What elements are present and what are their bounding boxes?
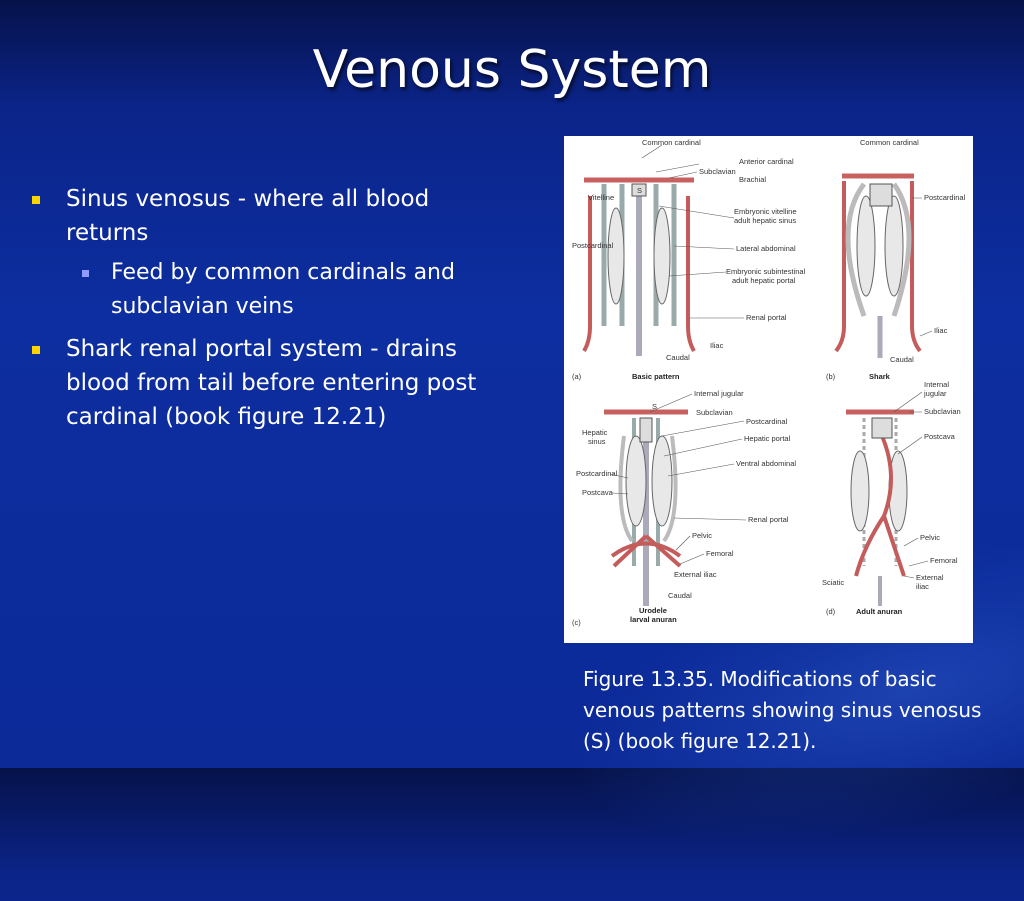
label: Caudal [666, 353, 690, 362]
label: Postcardinal [572, 241, 614, 250]
label: Brachial [739, 175, 766, 184]
label: Postcardinal [576, 469, 618, 478]
panel-letter: (c) [572, 618, 581, 627]
figure-caption: Figure 13.35. Modifications of basic ven… [583, 667, 982, 753]
label: Hepatic [582, 428, 608, 437]
panel-letter: (b) [826, 372, 836, 381]
label: Subclavian [696, 408, 733, 417]
bullet-list: Sinus venosus - where all blood returns … [30, 182, 510, 440]
label: Internal jugular [694, 389, 744, 398]
label: Femoral [930, 556, 958, 565]
label: Femoral [706, 549, 734, 558]
venous-diagram-figure: S Common cardinal Anterior cardinal Subc… [564, 136, 973, 643]
panel-c: S Internal jugular Subclavian Postcardin… [572, 389, 796, 627]
label: Postcava [924, 432, 956, 441]
panel-letter: (a) [572, 372, 582, 381]
label: Vitelline [588, 193, 614, 202]
label: Sciatic [822, 578, 844, 587]
venous-diagram: S Common cardinal Anterior cardinal Subc… [572, 138, 966, 627]
panel-a: S Common cardinal Anterior cardinal Subc… [572, 138, 806, 381]
sub-bullet-text: Feed by common cardinals and subclavian … [111, 260, 455, 319]
panel-title: Adult anuran [856, 607, 903, 616]
slide-title: Venous System [312, 40, 712, 100]
label: jugular [923, 389, 947, 398]
label: Subclavian [924, 407, 961, 416]
label: Internal [924, 380, 949, 389]
panel-title: larval anuran [630, 615, 677, 624]
bullet-item: Shark renal portal system - drains blood… [30, 332, 510, 434]
panel-b: Common cardinal Postcardinal Iliac Cauda… [826, 138, 966, 381]
label: Postcava [582, 488, 614, 497]
label: Renal portal [746, 313, 787, 322]
label: External [916, 573, 944, 582]
label: adult hepatic portal [732, 276, 796, 285]
panel-title: Urodele [639, 606, 667, 615]
label: Caudal [668, 591, 692, 600]
panel-letter: (d) [826, 607, 836, 616]
label: Anterior cardinal [739, 157, 794, 166]
label-s: S [652, 402, 657, 411]
bullet-marker [32, 346, 40, 354]
label-s: S [637, 186, 642, 195]
panel-title: Basic pattern [632, 372, 680, 381]
label: Hepatic portal [744, 434, 791, 443]
label: Pelvic [920, 533, 940, 542]
bullet-text: Shark renal portal system - drains blood… [66, 336, 477, 430]
sub-bullet-item: Feed by common cardinals and subclavian … [30, 256, 510, 324]
label: Lateral abdominal [736, 244, 796, 253]
sub-bullet-marker [82, 270, 89, 277]
label: Postcardinal [746, 417, 788, 426]
label: Pelvic [692, 531, 712, 540]
label: Iliac [710, 341, 724, 350]
panel-d: Internal jugular Subclavian Postcava Pel… [822, 380, 961, 616]
bullet-item: Sinus venosus - where all blood returns [30, 182, 510, 250]
label: iliac [916, 582, 929, 591]
bullet-text: Sinus venosus - where all blood returns [66, 186, 430, 246]
label: Caudal [890, 355, 914, 364]
label: Embryonic vitelline [734, 207, 797, 216]
panel-title: Shark [869, 372, 891, 381]
label: Embryonic subintestinal [726, 267, 806, 276]
label: sinus [588, 437, 606, 446]
label: Common cardinal [642, 138, 701, 147]
label: Ventral abdominal [736, 459, 796, 468]
label: External iliac [674, 570, 717, 579]
label: adult hepatic sinus [734, 216, 796, 225]
label: Subclavian [699, 167, 736, 176]
bullet-marker [32, 196, 40, 204]
label: Postcardinal [924, 193, 966, 202]
label: Iliac [934, 326, 948, 335]
label: Common cardinal [860, 138, 919, 147]
label: Renal portal [748, 515, 789, 524]
